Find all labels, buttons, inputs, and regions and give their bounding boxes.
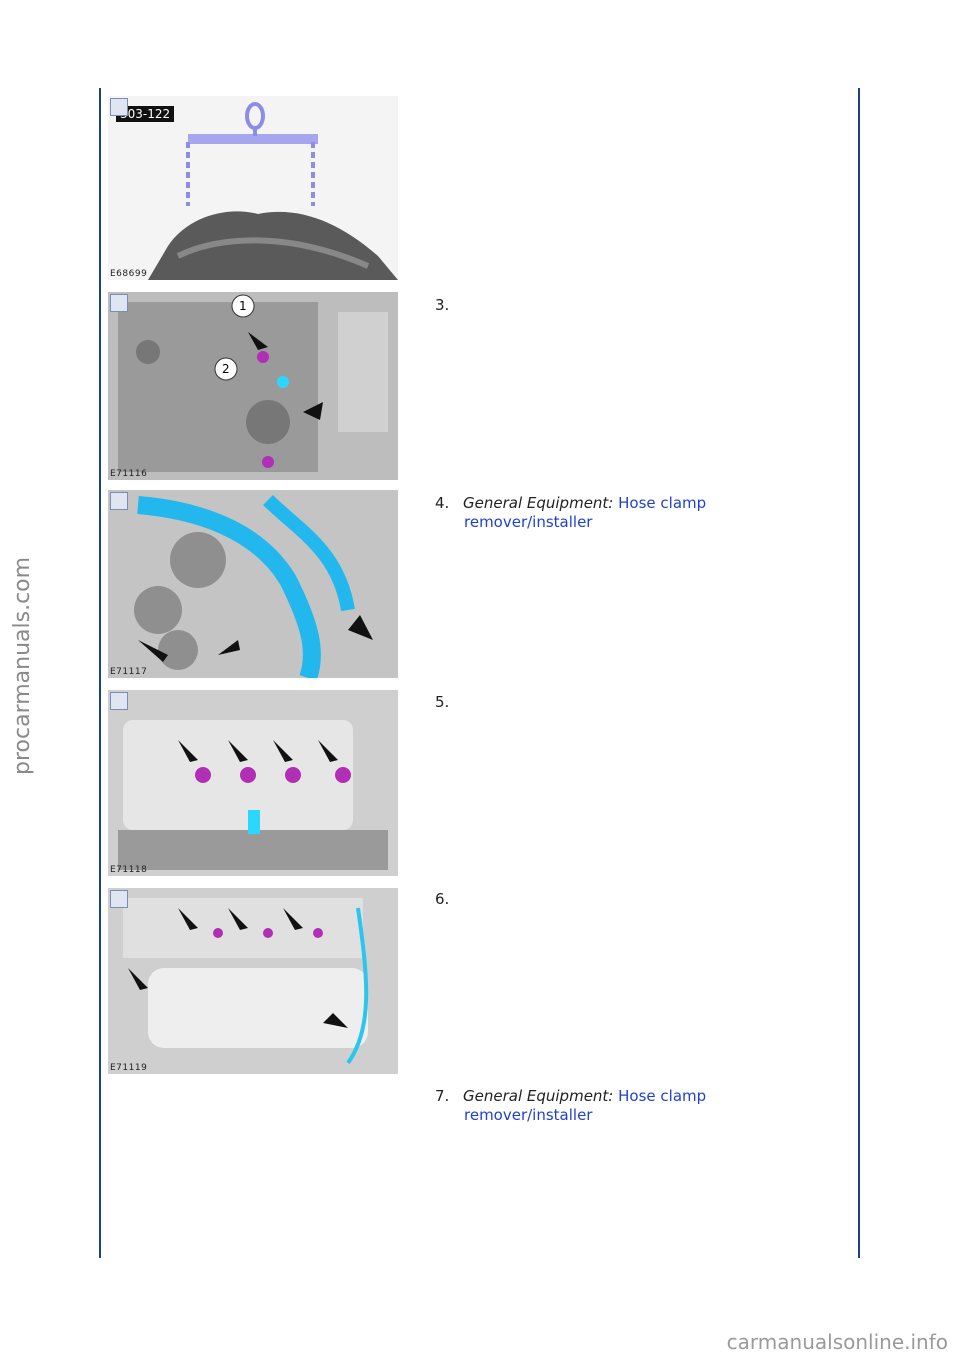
figure-code: E71118 bbox=[110, 865, 148, 875]
zoom-icon[interactable] bbox=[110, 98, 128, 116]
figure-code: E71117 bbox=[110, 667, 148, 677]
figure-cam-cover: E71118 bbox=[108, 690, 398, 876]
step-5: 5. bbox=[435, 693, 463, 712]
step-3: 3. bbox=[435, 296, 463, 315]
step-4: 4. General Equipment: Hose clamp remover/… bbox=[435, 494, 707, 531]
step-number: 5. bbox=[435, 693, 450, 711]
step-number: 7. bbox=[435, 1087, 450, 1105]
figure-intake-manifold: E71119 bbox=[108, 888, 398, 1074]
callout-2: 2 bbox=[222, 362, 230, 376]
figure-code: E68699 bbox=[110, 269, 148, 279]
step-number: 4. bbox=[435, 494, 450, 512]
zoom-icon[interactable] bbox=[110, 692, 128, 710]
zoom-icon[interactable] bbox=[110, 890, 128, 908]
figure-coolant-hoses: E71117 bbox=[108, 490, 398, 678]
zoom-icon[interactable] bbox=[110, 492, 128, 510]
equipment-label: General Equipment: bbox=[463, 1087, 614, 1105]
figure-engine-side: 1 2 E71116 bbox=[108, 292, 398, 480]
step-number: 6. bbox=[435, 890, 450, 908]
equipment-link-cont[interactable]: remover/installer bbox=[464, 513, 593, 531]
step-7: 7. General Equipment: Hose clamp remover/… bbox=[435, 1087, 707, 1124]
right-rule bbox=[858, 88, 860, 1258]
step-number: 3. bbox=[435, 296, 450, 314]
zoom-icon[interactable] bbox=[110, 294, 128, 312]
equipment-label: General Equipment: bbox=[463, 494, 614, 512]
tool-label: 303-122 bbox=[116, 106, 175, 122]
step-6: 6. bbox=[435, 890, 463, 909]
figure-code: E71116 bbox=[110, 469, 148, 479]
left-rule bbox=[99, 88, 101, 1258]
figure-code: E71119 bbox=[110, 1063, 148, 1073]
figure-engine-lift: 303-122 E68699 bbox=[108, 96, 398, 280]
equipment-link[interactable]: Hose clamp bbox=[618, 1087, 707, 1105]
equipment-link[interactable]: Hose clamp bbox=[618, 494, 707, 512]
side-watermark: procarmanuals.com bbox=[10, 556, 35, 775]
equipment-link-cont[interactable]: remover/installer bbox=[464, 1106, 593, 1124]
footer-watermark: carmanualsonline.info bbox=[726, 1330, 948, 1354]
callout-1: 1 bbox=[239, 299, 247, 313]
